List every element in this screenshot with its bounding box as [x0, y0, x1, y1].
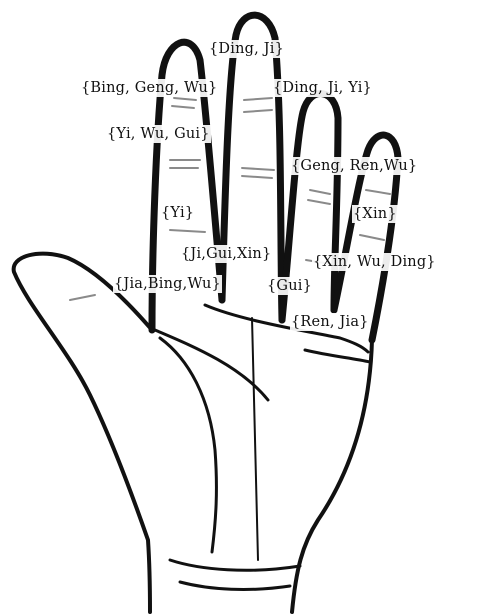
thumb-crease — [70, 295, 95, 300]
middle-crease — [242, 176, 272, 178]
head-line — [155, 330, 268, 400]
wrist-crease — [170, 560, 300, 570]
label-middle-tip: {Ding, Ji} — [208, 40, 285, 58]
life-line — [160, 338, 216, 552]
ring-crease — [308, 200, 330, 204]
label-middle-upper: {Ding, Ji, Yi} — [272, 79, 373, 97]
fate-line — [252, 318, 258, 560]
label-middle-base: {Ji,Gui,Xin} — [180, 245, 272, 263]
middle-crease — [242, 168, 274, 170]
middle-finger-outline — [222, 15, 282, 320]
label-index-lower: {Yi} — [160, 204, 195, 222]
index-crease — [170, 160, 200, 168]
index-crease — [170, 230, 205, 232]
heart-line-branch — [305, 350, 370, 362]
ring-crease — [310, 190, 330, 194]
label-ring-root: {Gui} — [266, 277, 313, 295]
pinky-crease — [366, 190, 390, 194]
label-index-base: {Jia,Bing,Wu} — [113, 275, 222, 293]
index-crease — [172, 98, 196, 108]
label-pinky-base: {Ren, Jia} — [290, 313, 370, 331]
label-ring-upper: {Geng, Ren,Wu} — [290, 157, 418, 175]
pinky-crease — [360, 235, 384, 240]
middle-crease — [244, 110, 272, 112]
thumb-outline — [14, 254, 152, 612]
label-index-middle: {Yi, Wu, Gui} — [106, 125, 211, 143]
palm-right-edge — [292, 340, 372, 612]
middle-crease — [244, 98, 272, 100]
label-ring-base: {Xin, Wu, Ding} — [312, 253, 437, 271]
label-index-tip: {Bing, Geng, Wu} — [80, 79, 218, 97]
label-pinky-upper: {Xin} — [352, 205, 398, 223]
wrist-crease-lower — [180, 582, 290, 589]
